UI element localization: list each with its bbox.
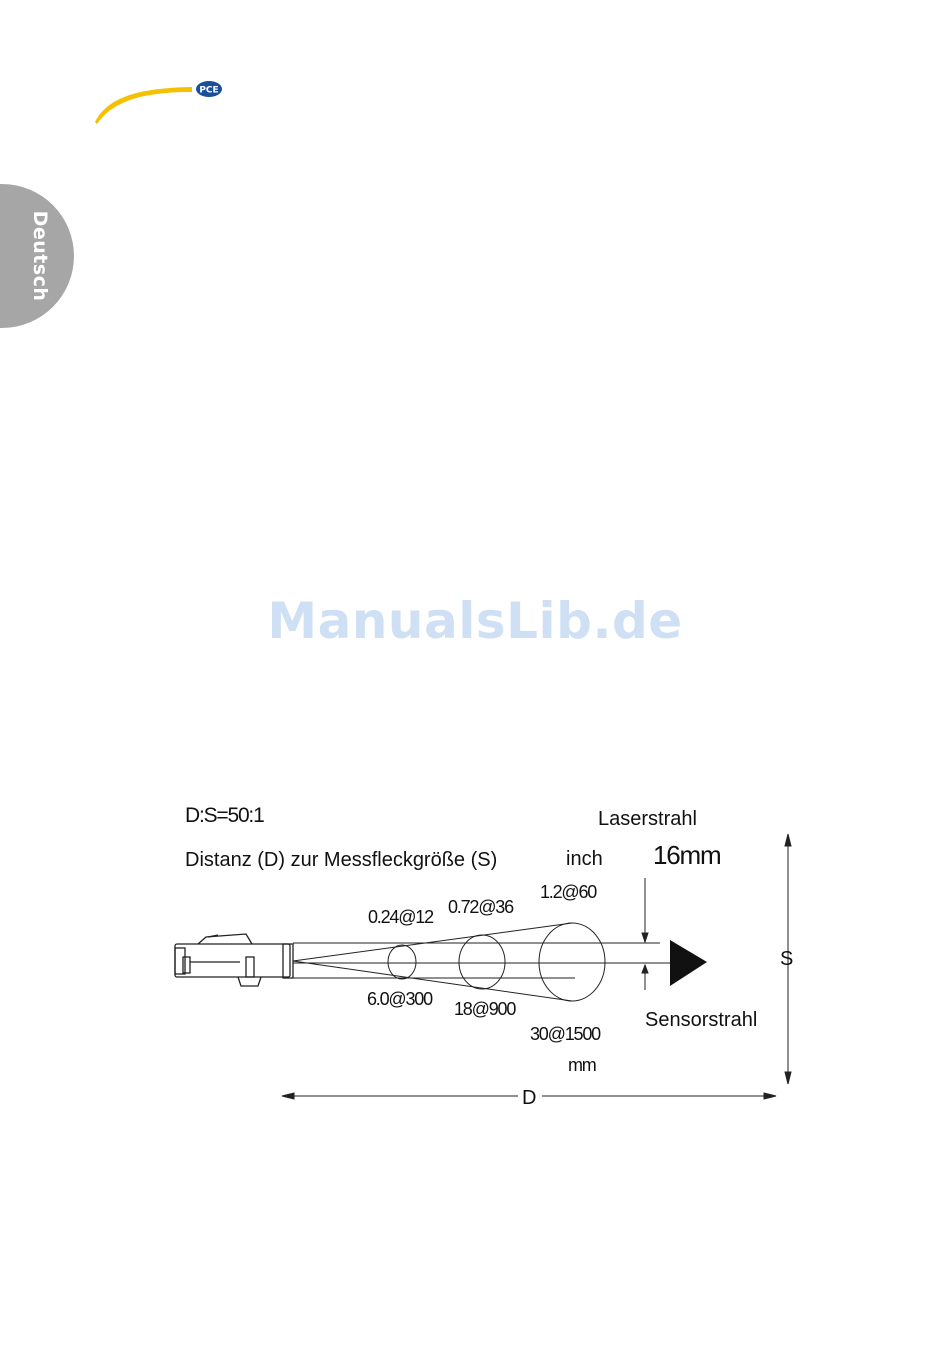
spot-mm-1: 6.0@300 bbox=[367, 989, 433, 1009]
laser-label: Laserstrahl bbox=[598, 808, 697, 830]
distance-to-spot-diagram: D:S=50:1 Distanz (D) zur Messfleckgröße … bbox=[160, 790, 820, 1120]
d-label: D bbox=[522, 1087, 536, 1109]
spot-inch-2: 0.72@36 bbox=[448, 897, 514, 917]
arrow-head bbox=[670, 940, 707, 986]
diagram-subtitle: Distanz (D) zur Messfleckgröße (S) bbox=[185, 849, 497, 871]
pce-logo: PCE bbox=[92, 78, 232, 128]
spot-circle-3 bbox=[539, 923, 605, 1001]
spot-mm-2: 18@900 bbox=[454, 999, 516, 1019]
mm-unit-label: mm bbox=[568, 1055, 596, 1075]
spot-inch-3: 1.2@60 bbox=[540, 882, 597, 902]
s-label: S bbox=[780, 948, 793, 970]
thermometer-drawing bbox=[175, 934, 293, 986]
logo-text: PCE bbox=[199, 86, 218, 96]
spot-offset-dimension bbox=[642, 878, 648, 990]
spot-circle-1 bbox=[388, 945, 416, 979]
language-tab-label: Deutsch bbox=[29, 211, 51, 302]
watermark: ManualsLib.de bbox=[0, 592, 950, 650]
spot-offset-label: 16mm bbox=[653, 840, 720, 870]
ratio-label: D:S=50:1 bbox=[185, 804, 264, 827]
sensor-label: Sensorstrahl bbox=[645, 1009, 757, 1031]
logo-swoosh bbox=[95, 87, 192, 124]
spot-inch-1: 0.24@12 bbox=[368, 907, 434, 927]
inch-unit-label: inch bbox=[566, 848, 603, 870]
spot-mm-3: 30@1500 bbox=[530, 1024, 601, 1044]
